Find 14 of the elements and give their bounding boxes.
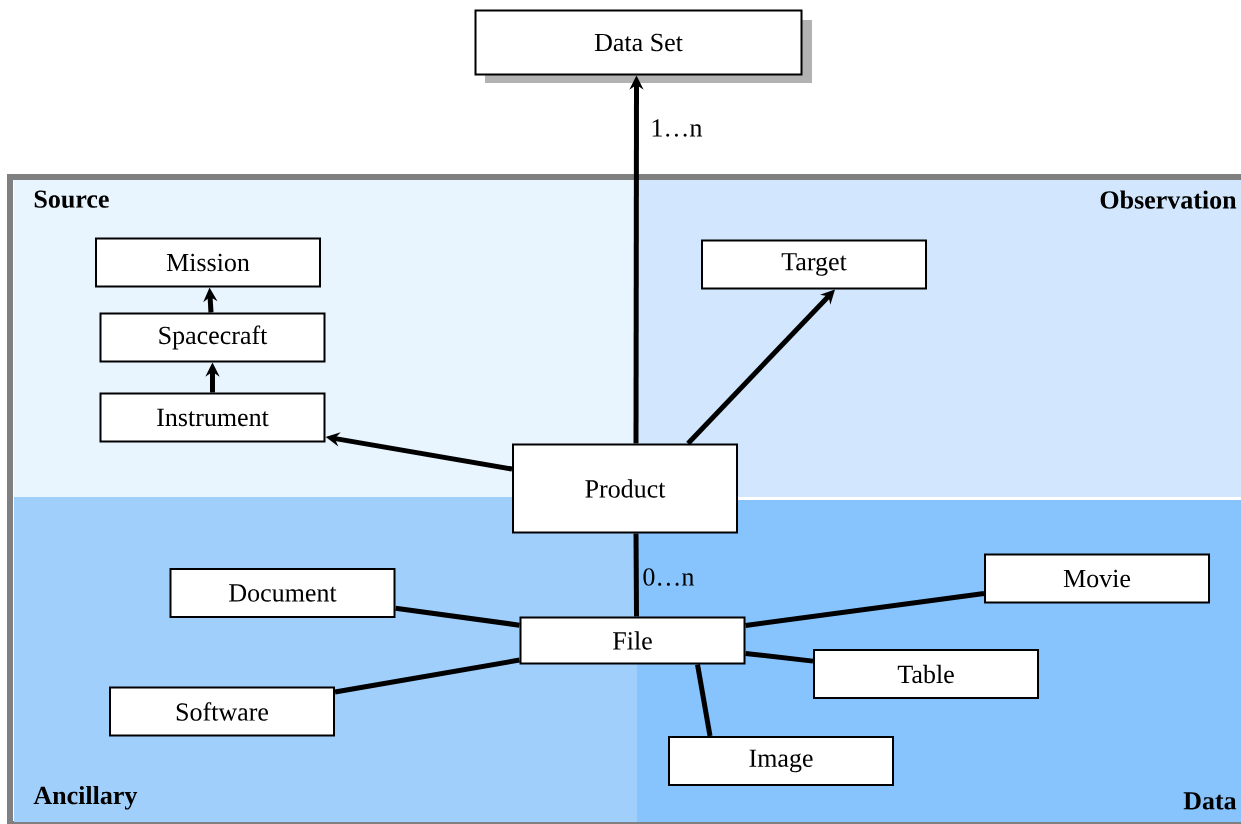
class-box: Product (512, 443, 738, 534)
multiplicity-label: 0…n (643, 568, 694, 586)
class-box: Target (701, 239, 927, 290)
class-box: Software (109, 686, 335, 737)
class-box: Table (813, 649, 1039, 699)
class-box: File (519, 616, 746, 665)
class-box: Mission (95, 237, 321, 288)
class-box: Image (668, 736, 894, 786)
multiplicity-label: 1…n (652, 119, 702, 137)
class-box: Data Set (474, 9, 812, 83)
class-box: Spacecraft (99, 312, 326, 363)
class-box: Instrument (99, 392, 326, 443)
class-box: Document (169, 568, 396, 618)
class-box: Movie (984, 553, 1210, 604)
